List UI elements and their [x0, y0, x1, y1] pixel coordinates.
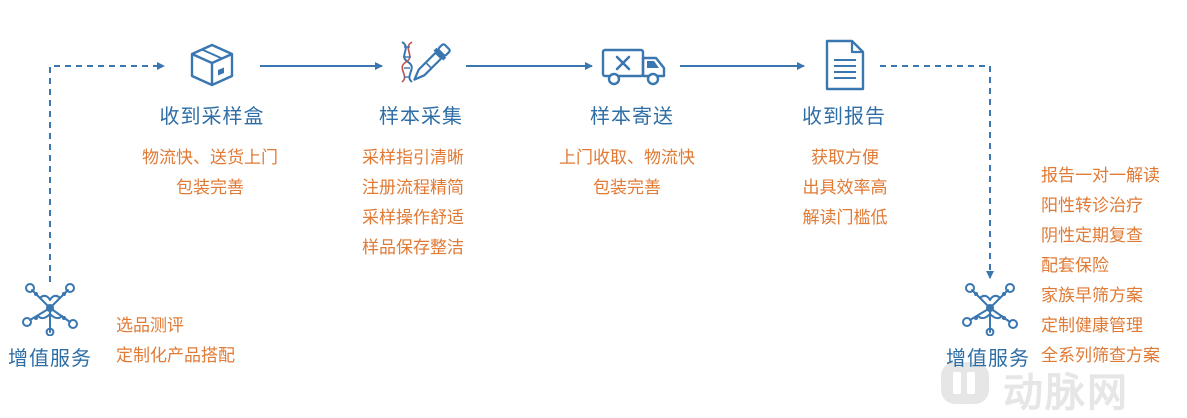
team-hands-icon: [22, 283, 78, 336]
step-4-detail: 出具效率高: [802, 178, 888, 198]
right-service-detail: 阳性转诊治疗: [1041, 196, 1143, 216]
right-service-detail: 家族早筛方案: [1041, 286, 1143, 306]
left-service-detail: 选品测评: [116, 316, 184, 336]
step-3-title: 样本寄送: [590, 104, 674, 128]
right-service-detail: 阴性定期复查: [1041, 226, 1143, 246]
step-1-detail: 物流快、送货上门: [142, 148, 278, 168]
step-4-title: 收到报告: [802, 104, 886, 128]
step-3-detail: 上门收取、物流快: [559, 148, 695, 168]
right-service-details: 报告一对一解读 阳性转诊治疗 阴性定期复查 配套保险 家族早筛方案 定制健康管理…: [1041, 161, 1160, 371]
right-service-detail: 报告一对一解读: [1041, 166, 1160, 186]
right-service-detail: 定制健康管理: [1041, 316, 1143, 336]
left-service-detail: 定制化产品搭配: [116, 346, 235, 366]
left-service-title: 增值服务: [8, 346, 92, 370]
step-4-details: 获取方便 出具效率高 解读门槛低: [803, 143, 888, 233]
team-hands-icon: [962, 283, 1018, 336]
right-service-detail: 全系列筛查方案: [1041, 346, 1160, 366]
step-2-detail: 样品保存整洁: [362, 238, 464, 258]
step-4-detail: 解读门槛低: [802, 208, 888, 228]
step-1-details: 物流快、送货上门 包装完善: [142, 143, 278, 203]
dashed-connector-left: [49, 62, 165, 282]
step-1-detail: 包装完善: [176, 178, 244, 198]
step-2-detail: 注册流程精简: [362, 178, 464, 198]
right-service-title: 增值服务: [946, 346, 1030, 370]
box-icon: [190, 43, 234, 87]
right-service-detail: 配套保险: [1041, 256, 1109, 276]
step-2-detail: 采样操作舒适: [362, 208, 464, 228]
step-4-detail: 获取方便: [811, 148, 879, 168]
step-2-detail: 采样指引清晰: [362, 148, 464, 168]
step-3-details: 上门收取、物流快 包装完善: [559, 143, 695, 203]
step-2-title: 样本采集: [379, 104, 463, 128]
step-3-detail: 包装完善: [593, 178, 661, 198]
delivery-truck-icon: [601, 48, 666, 86]
dashed-connector-right: [880, 65, 994, 279]
watermark-logo: 动脉网: [937, 356, 1187, 416]
report-document-icon: [825, 39, 865, 91]
watermark-text: 动脉网: [1003, 370, 1129, 416]
step-2-details: 采样指引清晰 注册流程精简 采样操作舒适 样品保存整洁: [362, 143, 464, 263]
step-1-title: 收到采样盒: [159, 104, 265, 128]
watermark-mark-icon: [941, 362, 989, 404]
left-service-details: 选品测评 定制化产品搭配: [116, 311, 235, 371]
dna-pipette-icon: [401, 41, 451, 83]
